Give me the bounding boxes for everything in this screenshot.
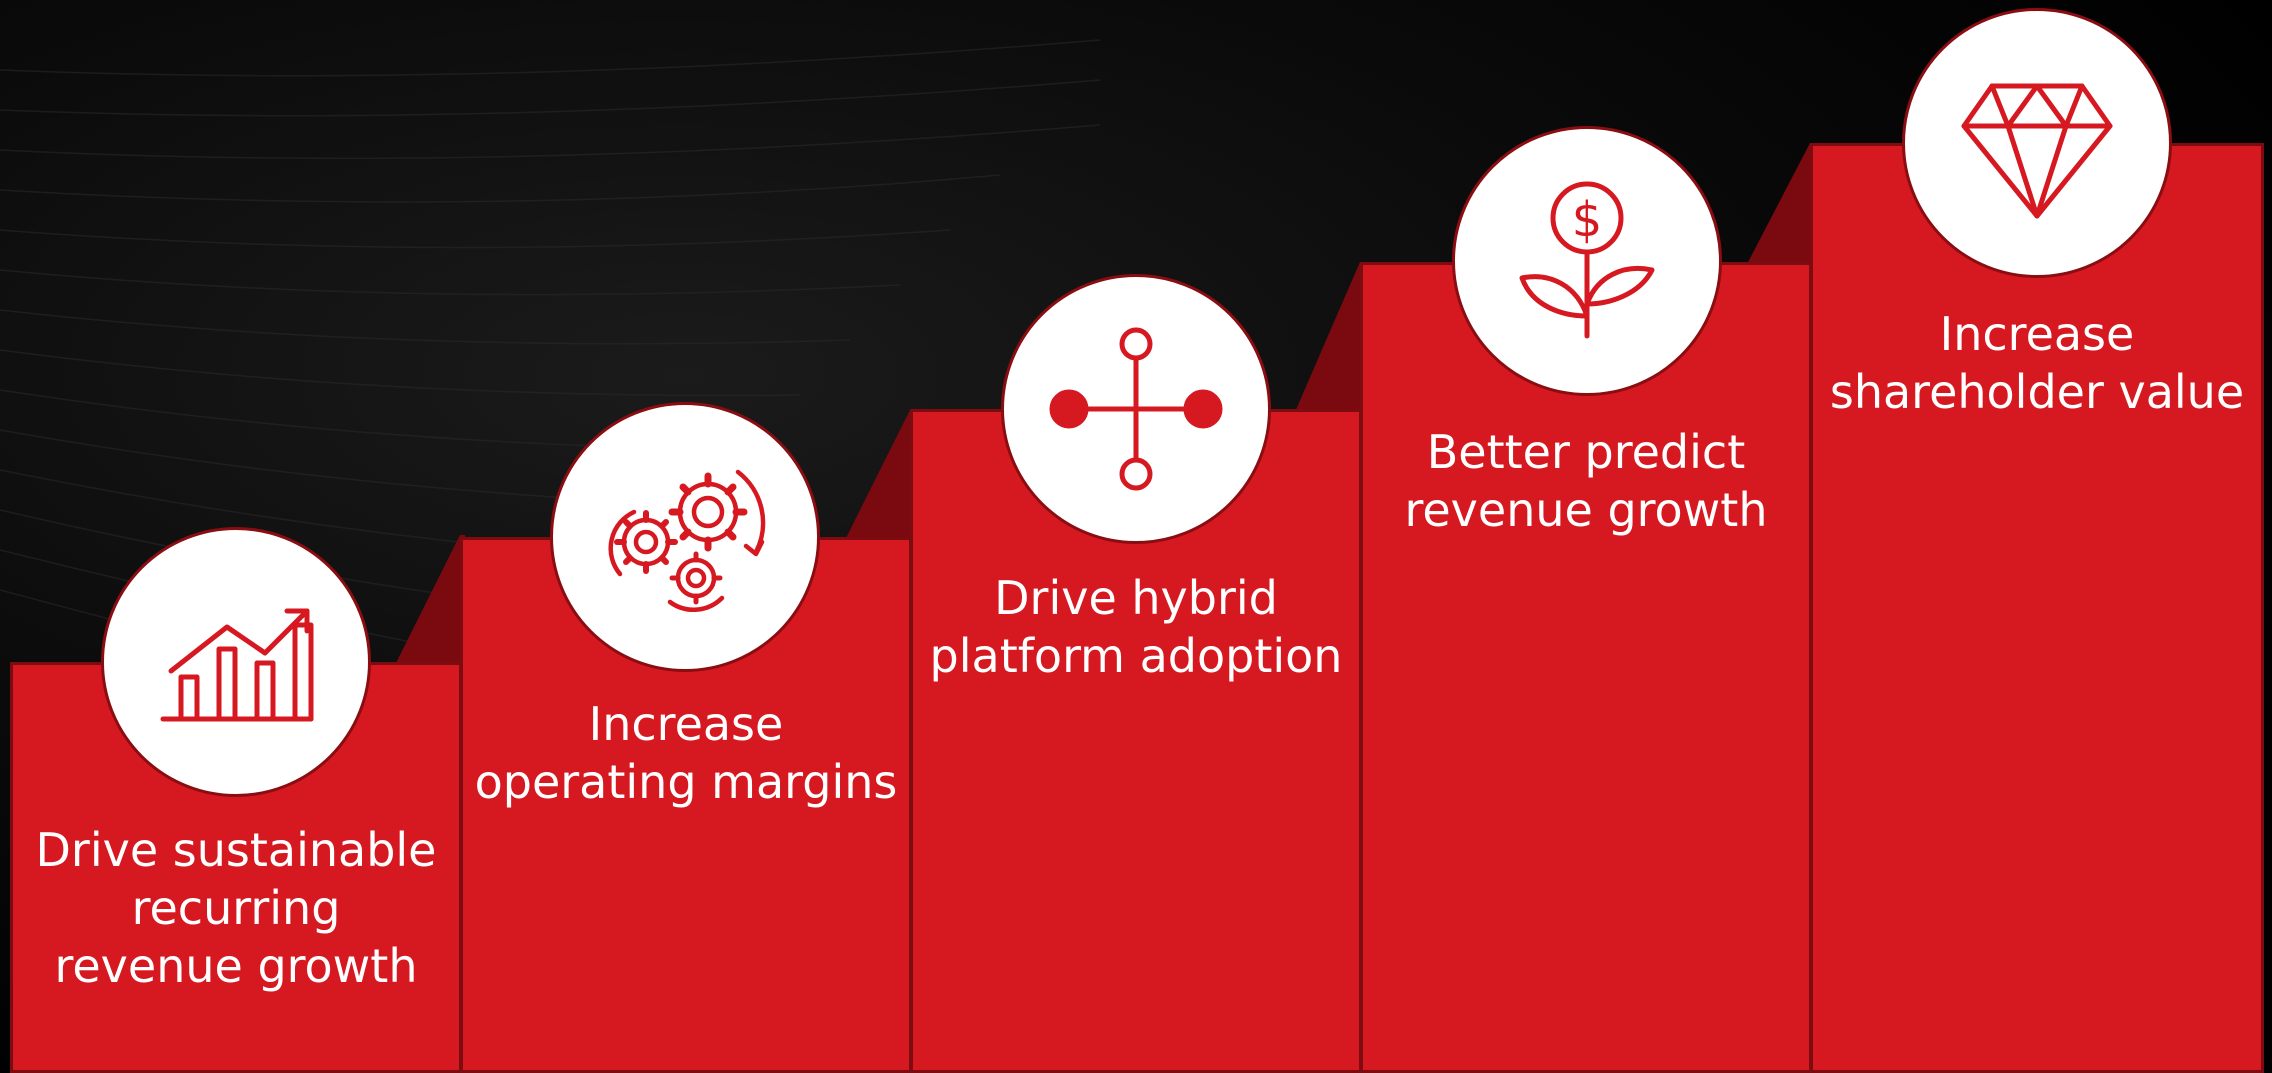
step-riser-4 xyxy=(1745,143,1815,268)
step-3-icon-circle xyxy=(1001,274,1271,544)
step-1-icon-circle xyxy=(101,527,371,797)
step-2-icon-circle xyxy=(550,402,820,672)
svg-text:$: $ xyxy=(1572,192,1603,248)
step-riser-2 xyxy=(845,410,915,540)
step-2-label: Increase operating margins xyxy=(474,697,898,809)
step-4-label: Better predict revenue growth xyxy=(1404,425,1768,537)
step-riser-3 xyxy=(1295,262,1365,412)
hybrid-network-icon xyxy=(1049,327,1223,491)
step-4-icon-circle: $ xyxy=(1452,126,1722,396)
gears-icon xyxy=(608,469,766,613)
growth-bar-chart-icon xyxy=(160,608,314,722)
step-5: Increase shareholder value xyxy=(1810,143,2264,1073)
step-3-label: Drive hybrid platform adoption xyxy=(929,571,1343,683)
step-1-label: Drive sustainable recurring revenue grow… xyxy=(35,823,437,993)
step-5-icon-circle xyxy=(1902,8,2172,278)
diamond-icon xyxy=(1961,83,2113,219)
money-plant-icon: $ xyxy=(1519,181,1655,339)
step-4: Better predict revenue growth xyxy=(1360,262,1812,1073)
step-5-label: Increase shareholder value xyxy=(1829,307,2245,419)
step-riser-1 xyxy=(395,535,465,665)
